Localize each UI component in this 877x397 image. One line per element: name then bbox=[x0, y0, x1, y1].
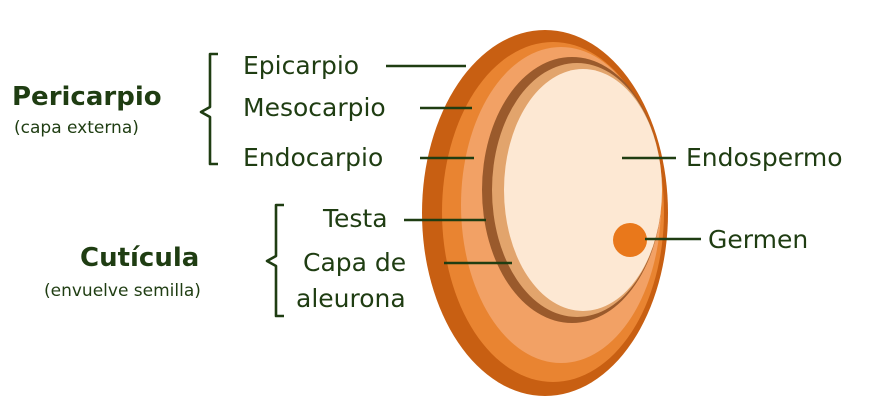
endocarpio-label: Endocarpio bbox=[243, 145, 383, 170]
capa-de-label: Capa de bbox=[303, 250, 406, 275]
epicarpio-label: Epicarpio bbox=[243, 53, 359, 78]
aleurona-label: aleurona bbox=[296, 286, 406, 311]
cuticula-bracket bbox=[267, 205, 284, 316]
germen-label: Germen bbox=[708, 227, 808, 252]
pericarpio-subtitle: (capa externa) bbox=[14, 120, 139, 137]
testa-label: Testa bbox=[323, 206, 388, 231]
pericarpio-title: Pericarpio bbox=[12, 84, 162, 110]
germ bbox=[613, 223, 647, 257]
pericarpio-bracket bbox=[201, 54, 218, 164]
mesocarpio-label: Mesocarpio bbox=[243, 95, 386, 120]
endosperm bbox=[504, 69, 662, 311]
cuticula-title: Cutícula bbox=[80, 245, 199, 271]
cuticula-subtitle: (envuelve semilla) bbox=[44, 283, 201, 300]
endospermo-label: Endospermo bbox=[686, 145, 843, 170]
